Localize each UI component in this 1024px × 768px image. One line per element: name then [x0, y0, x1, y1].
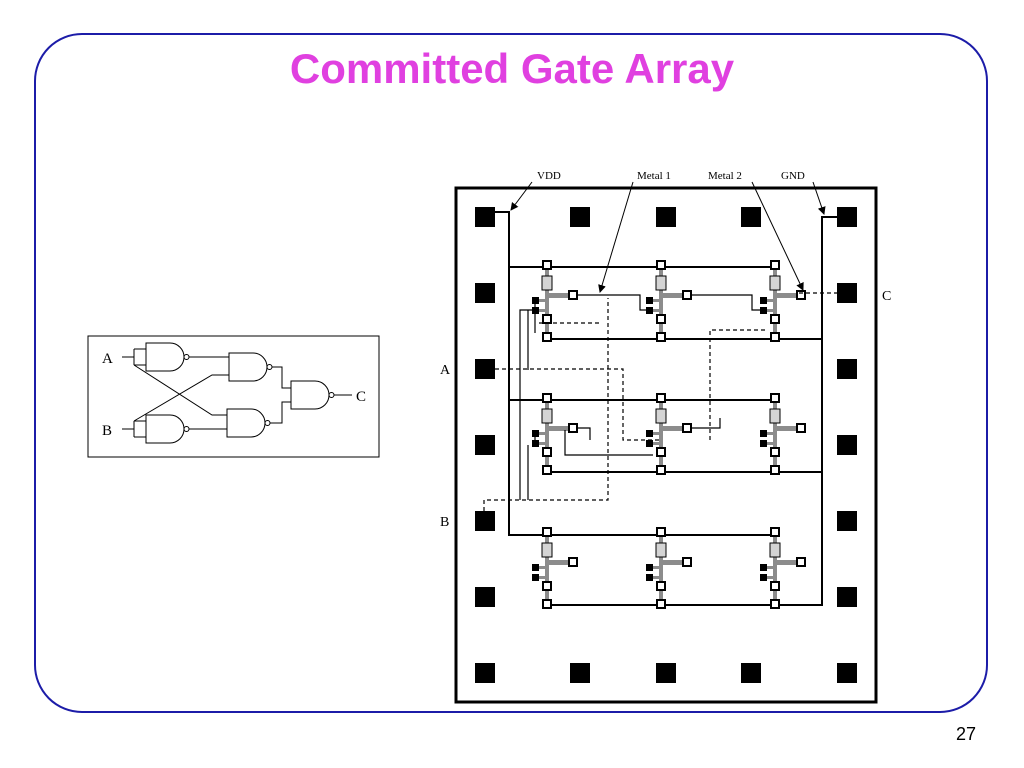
io-pad	[475, 435, 495, 455]
nand-gate-lower	[226, 408, 271, 438]
layout-pin-b-label: B	[440, 515, 449, 530]
io-pad	[570, 663, 590, 683]
gate-array-layout: VDD Metal 1 Metal 2 GND A B C	[440, 170, 891, 704]
callout-arrows	[510, 181, 826, 293]
nand-gate-upper	[228, 352, 273, 382]
nand-gate-b	[145, 414, 190, 444]
layout-pin-c-label: C	[882, 289, 891, 304]
io-pad	[656, 207, 676, 227]
slide-title: Committed Gate Array	[289, 45, 735, 92]
io-pad	[837, 511, 857, 531]
logic-gate-diagram: A B C	[87, 335, 380, 458]
io-pad	[570, 207, 590, 227]
callout-metal2-label: Metal 2	[708, 170, 742, 182]
io-pad	[741, 663, 761, 683]
callout-metal1-label: Metal 1	[637, 170, 671, 182]
logic-input-b-label: B	[102, 423, 112, 439]
io-pad	[837, 359, 857, 379]
io-pad	[475, 587, 495, 607]
gnd-rail	[547, 216, 837, 606]
io-pad	[741, 207, 761, 227]
io-pad-a	[475, 359, 495, 379]
io-pad	[656, 663, 676, 683]
logic-wires	[122, 348, 352, 438]
io-pad	[475, 663, 495, 683]
callout-vdd-label: VDD	[537, 170, 561, 182]
io-pads	[475, 207, 857, 683]
io-pad-b	[475, 511, 495, 531]
io-pad	[837, 587, 857, 607]
die-boundary	[454, 186, 878, 704]
io-pad	[475, 283, 495, 303]
vdd-rail	[495, 211, 776, 536]
logic-output-c-label: C	[356, 389, 366, 405]
io-pad	[837, 207, 857, 227]
metal2-wires	[483, 292, 837, 511]
logic-input-a-label: A	[102, 351, 113, 367]
io-pad	[837, 435, 857, 455]
slide-frame	[34, 33, 988, 713]
nand-gate-a	[145, 342, 190, 372]
callout-gnd-label: GND	[781, 170, 805, 182]
io-pad	[837, 663, 857, 683]
io-pad	[475, 207, 495, 227]
metal1-wires	[519, 294, 767, 500]
page-number: 27	[955, 724, 976, 744]
io-pad	[837, 283, 857, 303]
layout-pin-a-label: A	[440, 363, 451, 378]
